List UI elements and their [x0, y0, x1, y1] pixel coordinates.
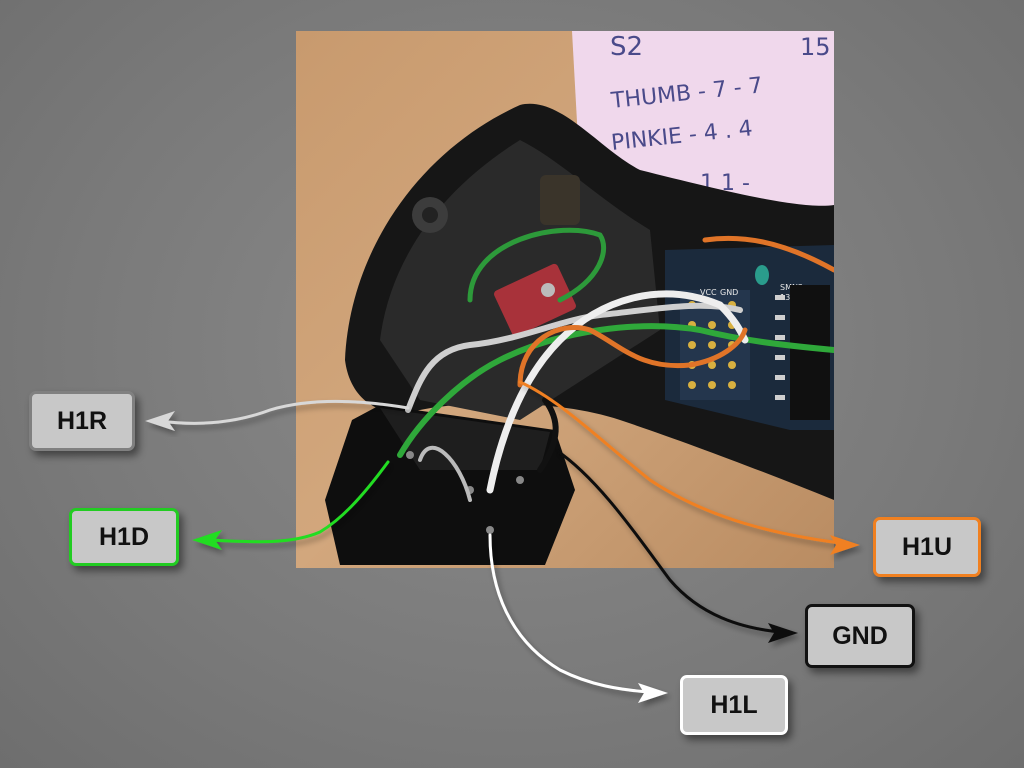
- arrow-gnd: [554, 448, 798, 643]
- red-switch: [494, 263, 576, 337]
- ic-chip: [790, 285, 830, 420]
- gimbal-block: [325, 405, 575, 565]
- label-h1r: H1R: [29, 391, 135, 451]
- label-gnd-text: GND: [832, 621, 888, 650]
- pcb-text: 13K: [780, 293, 796, 302]
- label-gnd: GND: [805, 604, 915, 668]
- note-line: S2: [610, 32, 643, 62]
- capacitor: [755, 265, 769, 285]
- arrow-h1u: [518, 380, 860, 555]
- label-h1u-text: H1U: [901, 532, 952, 561]
- pcb-text: GND: [720, 288, 738, 297]
- joystick-photo: S2 15 THUMB - 7 - 7 PINKIE - 4 . 4 1 1 -: [296, 31, 834, 568]
- arrow-h1d: [192, 460, 390, 550]
- callout-arrows: [145, 380, 860, 703]
- thumb-button-mount: [540, 175, 580, 225]
- label-h1u: H1U: [873, 517, 981, 577]
- label-h1l: H1L: [680, 675, 788, 735]
- label-h1r-text: H1R: [56, 406, 107, 435]
- photo-wires: [397, 227, 834, 502]
- label-h1l-text: H1L: [710, 690, 758, 719]
- label-h1d-text: H1D: [98, 522, 149, 551]
- note-line: 15: [800, 33, 831, 61]
- pcb-text: VCC: [700, 288, 717, 297]
- label-h1d: H1D: [69, 508, 179, 566]
- arrow-h1l: [488, 533, 668, 703]
- arrow-h1r: [145, 400, 410, 431]
